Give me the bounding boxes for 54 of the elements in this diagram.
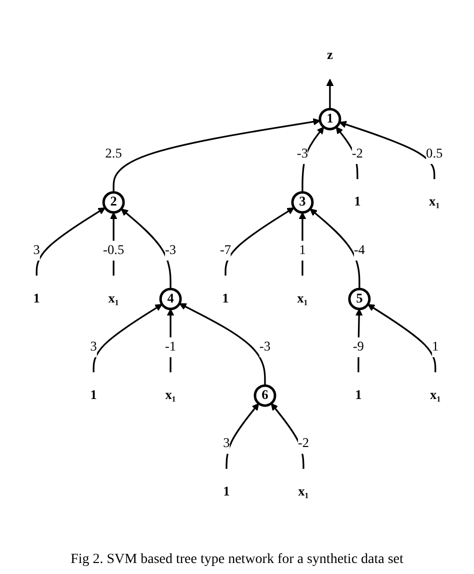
node-text: x₁ xyxy=(108,291,119,306)
edge-label: -2 xyxy=(352,146,363,161)
arrow xyxy=(224,207,294,276)
node-text: 1 xyxy=(354,194,361,210)
edge-label: -7 xyxy=(220,243,232,258)
arrow xyxy=(110,212,118,276)
node-circle: 1 xyxy=(318,108,342,130)
arrow xyxy=(36,207,106,276)
arrow xyxy=(298,212,306,276)
edge-label: -3 xyxy=(164,243,176,258)
node-circle: 5 xyxy=(348,288,371,310)
edge-label: 2.5 xyxy=(105,146,122,161)
node-text: x₁ xyxy=(297,291,308,306)
arrow xyxy=(226,403,260,469)
arrow xyxy=(92,304,162,372)
arrow xyxy=(179,303,266,386)
arrow xyxy=(120,208,172,289)
node-circle: 3 xyxy=(291,191,314,214)
edge-label: 3 xyxy=(33,243,40,258)
node-text: z xyxy=(326,48,333,62)
node-circle: 2 xyxy=(102,191,125,214)
edge-label: 1 xyxy=(432,340,439,354)
edge-label: -0.5 xyxy=(103,243,124,258)
node-text: 1 xyxy=(222,291,229,306)
edge-label: 1 xyxy=(299,243,306,258)
node-text: x₁ xyxy=(165,388,176,402)
edge-label: -4 xyxy=(354,243,365,258)
arrow xyxy=(310,208,360,289)
edge-label: -3 xyxy=(259,340,271,354)
node-circle: 6 xyxy=(254,384,276,407)
node-text: 1 xyxy=(355,388,362,402)
edge-label: -2 xyxy=(298,436,310,451)
edge-label: 3 xyxy=(90,340,97,354)
edge-label: -3 xyxy=(296,146,308,161)
arrow xyxy=(336,126,358,180)
node-text: x₁ xyxy=(429,194,440,210)
node-text: x₁ xyxy=(298,484,309,499)
node-text: 1 xyxy=(223,484,230,499)
edge-label: -1 xyxy=(164,340,176,354)
arrow xyxy=(270,403,304,469)
node-text: 1 xyxy=(33,291,40,306)
caption: Fig 2. SVM based tree type network for a synthetic data set xyxy=(70,551,404,569)
arrow xyxy=(302,126,324,192)
arrow xyxy=(339,120,436,180)
edge-label: -9 xyxy=(352,340,364,354)
node-text: 1 xyxy=(90,388,97,402)
node-text: x₁ xyxy=(430,388,441,402)
arrow xyxy=(166,308,174,372)
arrow xyxy=(368,304,436,372)
arrow xyxy=(112,118,320,192)
edge-label: 0.5 xyxy=(426,146,443,161)
arrow xyxy=(326,78,334,110)
edge-label: 3 xyxy=(223,436,230,451)
node-circle: 4 xyxy=(159,288,182,310)
